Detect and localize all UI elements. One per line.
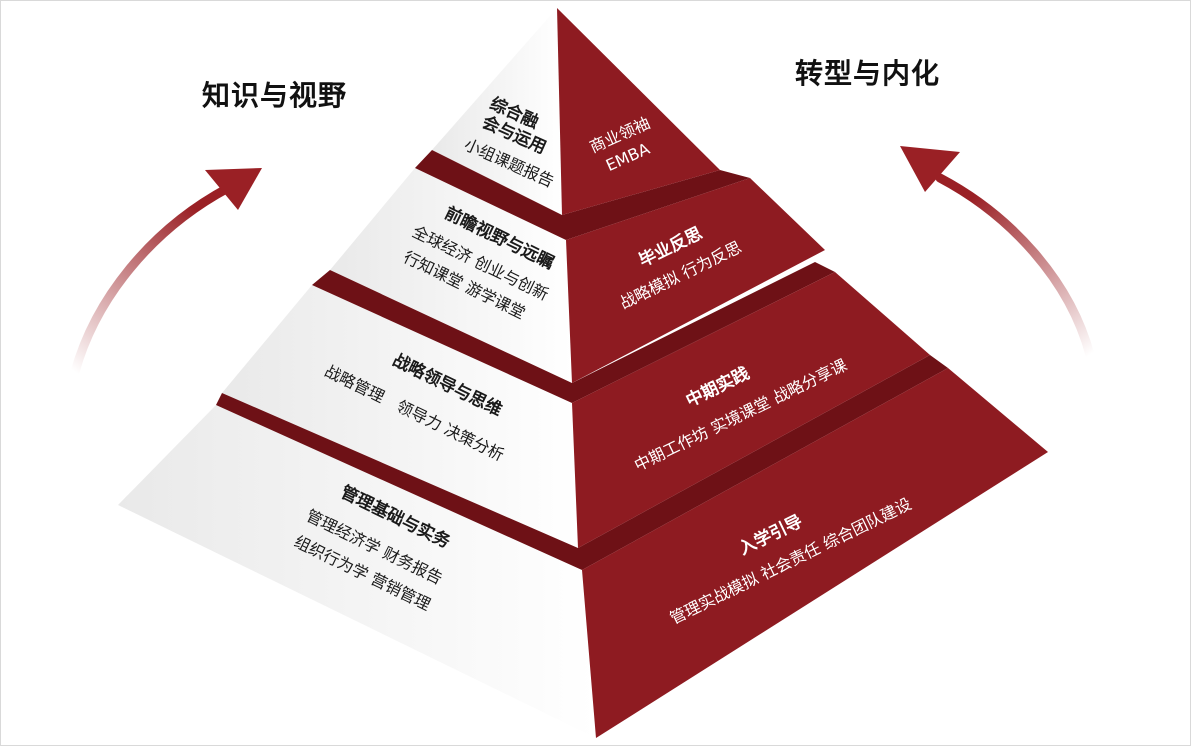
left-face-level-3 — [222, 285, 578, 548]
left-curved-arrow — [70, 168, 262, 377]
ledges — [216, 150, 948, 570]
right-face-level-3 — [572, 272, 930, 548]
ledge-1 — [415, 150, 750, 240]
right-faces — [557, 8, 1048, 738]
right-curved-arrow — [900, 146, 1095, 360]
right-title: 转型与内化 — [795, 57, 941, 90]
left-face-level-2 — [330, 168, 572, 383]
right-face-level-1 — [557, 8, 720, 215]
ledge-3 — [216, 355, 948, 570]
right-face-level-4 — [582, 368, 1048, 738]
left-face-level-4 — [118, 405, 596, 738]
left-title: 知识与视野 — [202, 79, 348, 112]
left-faces — [118, 8, 596, 738]
right-face-level-2 — [566, 178, 825, 383]
left-face-level-1 — [432, 8, 562, 215]
